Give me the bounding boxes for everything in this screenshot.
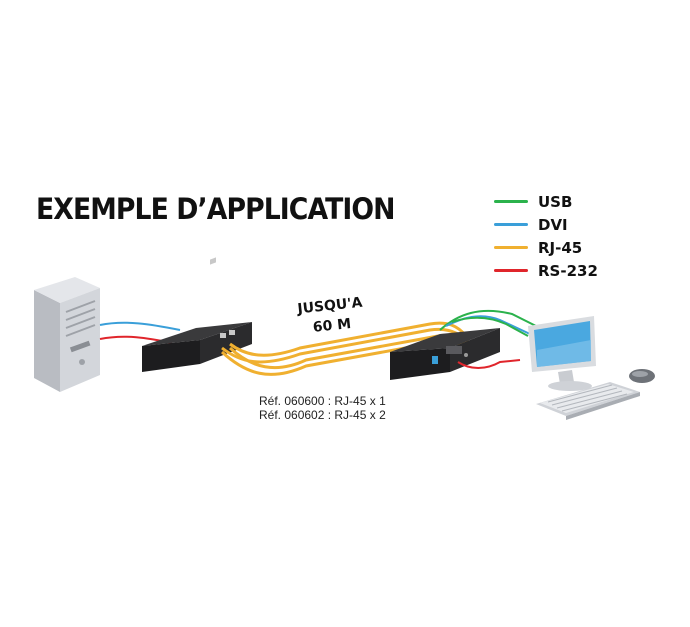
legend-swatch-usb (494, 200, 528, 203)
legend-item-rs232: RS-232 (494, 259, 598, 282)
keyboard-icon (536, 382, 640, 420)
page-title: EXEMPLE D’APPLICATION (36, 192, 396, 226)
legend-swatch-rj45 (494, 246, 528, 249)
legend-label: RS-232 (538, 261, 598, 280)
reference-item: Réf. 060602 : RJ-45 x 2 (259, 408, 386, 422)
mouse-icon (629, 369, 655, 383)
legend-item-usb: USB (494, 190, 598, 213)
legend-item-rj45: RJ-45 (494, 236, 598, 259)
pc-tower-icon (34, 277, 100, 392)
cable-legend: USB DVI RJ-45 RS-232 (494, 190, 598, 282)
legend-label: RJ-45 (538, 238, 583, 257)
reference-list: Réf. 060600 : RJ-45 x 1 Réf. 060602 : RJ… (259, 394, 386, 422)
reference-item: Réf. 060600 : RJ-45 x 1 (259, 394, 386, 408)
monitor-icon (528, 316, 596, 391)
legend-item-dvi: DVI (494, 213, 598, 236)
kvm-extender-transmitter (142, 257, 252, 372)
legend-swatch-rs232 (494, 269, 528, 272)
receiver-to-peripherals-cables (439, 309, 537, 369)
legend-label: USB (538, 192, 573, 211)
legend-swatch-dvi (494, 223, 528, 226)
kvm-extender-receiver (390, 328, 500, 380)
legend-label: DVI (538, 215, 568, 234)
